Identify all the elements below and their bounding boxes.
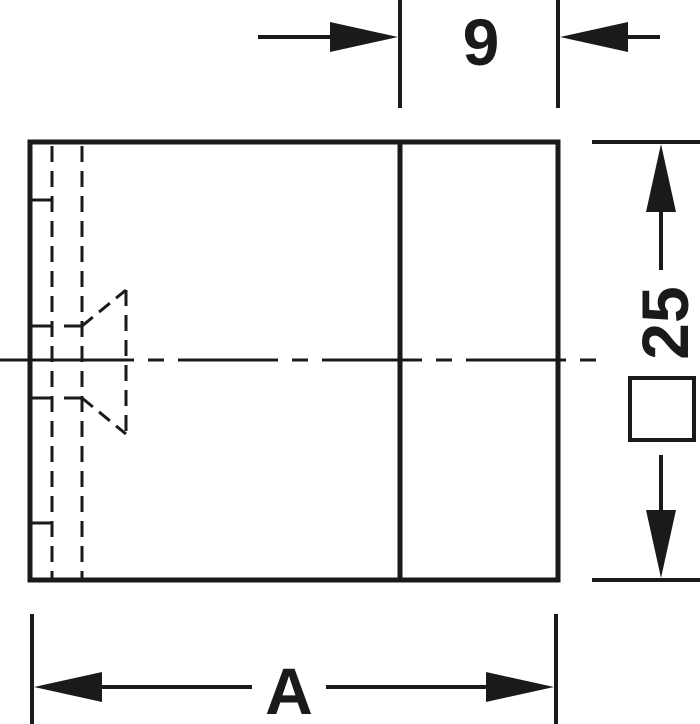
arrow-right-icon: [330, 22, 398, 52]
dimension-height: [592, 140, 700, 582]
arrow-left-icon: [560, 22, 628, 52]
dimension-length: [30, 614, 558, 724]
square-section-icon: [628, 376, 696, 442]
dimension-width-label: 9: [463, 5, 500, 79]
countersink-bottom-edge: [81, 396, 127, 436]
dimension-length-label: A: [265, 654, 313, 724]
edge-ticks: [32, 198, 82, 525]
arrow-down-icon: [646, 510, 676, 578]
arrow-up-icon: [646, 144, 676, 212]
arrow-left-icon: [34, 672, 102, 702]
hidden-lines: [50, 146, 128, 578]
dimension-height-label: 25: [628, 286, 700, 359]
dimension-width: [258, 0, 660, 108]
arrow-right-icon: [486, 672, 554, 702]
countersink-top-edge: [81, 288, 127, 328]
